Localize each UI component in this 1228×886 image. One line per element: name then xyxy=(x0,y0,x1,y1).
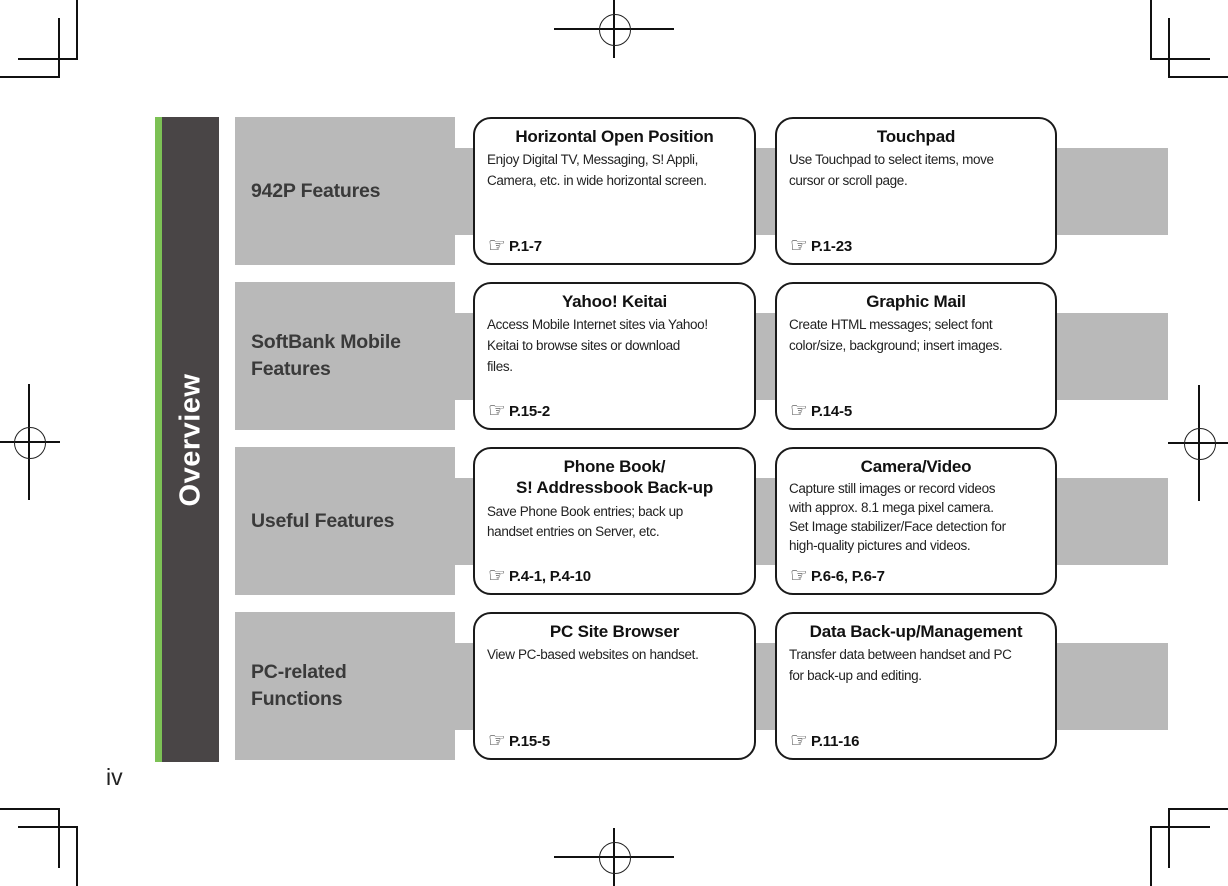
crop-mark-line xyxy=(0,76,60,78)
pointing-hand-icon: ☞ xyxy=(488,400,506,422)
row-label: 942P Features xyxy=(251,179,381,202)
crop-mark-line xyxy=(1150,58,1210,60)
card-title: Data Back-up/Management xyxy=(809,622,1023,641)
page-reference: ☞ P.1-7 xyxy=(488,236,542,256)
page-reference: ☞ P.4-1, P.4-10 xyxy=(488,566,591,586)
pointing-hand-icon: ☞ xyxy=(790,730,808,752)
card-description: Capture still images or record videos wi… xyxy=(789,481,1006,553)
page-reference-text: P.14-5 xyxy=(810,402,852,420)
pointing-hand-icon: ☞ xyxy=(488,235,506,257)
register-mark-circle xyxy=(1184,428,1216,460)
crop-mark-line xyxy=(1168,808,1170,868)
card-title: Touchpad xyxy=(876,127,956,146)
crop-mark-line xyxy=(1150,826,1210,828)
card-title: Phone Book/ S! Addressbook Back-up xyxy=(515,457,714,498)
crop-mark-line xyxy=(18,826,78,828)
page-reference: ☞ P.14-5 xyxy=(790,401,852,421)
row-label-box: Useful Features xyxy=(235,447,455,595)
sidebar-accent-stripe xyxy=(155,117,162,762)
feature-card-data-backup: Data Back-up/Management Transfer data be… xyxy=(775,612,1057,760)
card-description: Transfer data between handset and PC for… xyxy=(789,647,1012,684)
feature-card-camera-video: Camera/Video Capture still images or rec… xyxy=(775,447,1057,595)
card-description: Create HTML messages; select font color/… xyxy=(789,317,1003,354)
sidebar-chapter-tab: Overview xyxy=(162,117,219,762)
feature-card-phone-book: Phone Book/ S! Addressbook Back-up Save … xyxy=(473,447,756,595)
crop-mark-line xyxy=(58,18,60,78)
feature-card-graphic-mail: Graphic Mail Create HTML messages; selec… xyxy=(775,282,1057,430)
pointing-hand-icon: ☞ xyxy=(488,730,506,752)
pointing-hand-icon: ☞ xyxy=(790,235,808,257)
page-reference-text: P.6-6, P.6-7 xyxy=(810,567,885,585)
page-reference-text: P.1-7 xyxy=(508,237,542,255)
crop-mark-line xyxy=(1168,76,1228,78)
row-label-box: SoftBank Mobile Features xyxy=(235,282,455,430)
crop-mark-line xyxy=(1168,808,1228,810)
crop-mark-line xyxy=(1150,826,1152,886)
crop-mark-line xyxy=(76,0,78,60)
pointing-hand-icon: ☞ xyxy=(488,565,506,587)
feature-card-yahoo-keitai: Yahoo! Keitai Access Mobile Internet sit… xyxy=(473,282,756,430)
card-title: Horizontal Open Position xyxy=(515,127,714,146)
feature-row-useful: Useful Features Phone Book/ S! Addressbo… xyxy=(0,447,1228,595)
crop-mark-line xyxy=(0,808,60,810)
card-title: Camera/Video xyxy=(860,457,972,476)
row-label: SoftBank Mobile Features xyxy=(251,331,401,380)
crop-mark-line xyxy=(58,808,60,868)
page-reference-text: P.4-1, P.4-10 xyxy=(508,567,591,585)
card-description: View PC-based websites on handset. xyxy=(487,647,699,663)
card-description: Save Phone Book entries; back up handset… xyxy=(487,503,683,540)
feature-card-touchpad: Touchpad Use Touchpad to select items, m… xyxy=(775,117,1057,265)
crop-mark-line xyxy=(18,58,78,60)
card-description: Use Touchpad to select items, move curso… xyxy=(789,152,994,189)
page-reference: ☞ P.6-6, P.6-7 xyxy=(790,566,885,586)
crop-mark-line xyxy=(1150,0,1152,60)
register-mark-circle xyxy=(14,427,46,459)
page-reference-text: P.15-5 xyxy=(508,732,550,750)
feature-card-horizontal-open-position: Horizontal Open Position Enjoy Digital T… xyxy=(473,117,756,265)
feature-row-softbank-mobile: SoftBank Mobile Features Yahoo! Keitai A… xyxy=(0,282,1228,430)
feature-card-pc-site-browser: PC Site Browser View PC-based websites o… xyxy=(473,612,756,760)
card-description: Enjoy Digital TV, Messaging, S! Appli, C… xyxy=(487,152,707,189)
page-reference-text: P.11-16 xyxy=(810,732,860,750)
page-reference: ☞ P.15-5 xyxy=(488,731,550,751)
row-label: Useful Features xyxy=(251,509,395,532)
page-number: iv xyxy=(106,764,123,790)
page-reference-text: P.15-2 xyxy=(508,402,550,420)
pointing-hand-icon: ☞ xyxy=(790,400,808,422)
pointing-hand-icon: ☞ xyxy=(790,565,808,587)
card-title: Yahoo! Keitai xyxy=(561,292,668,311)
feature-row-942p: 942P Features Horizontal Open Position E… xyxy=(0,117,1228,265)
card-title: PC Site Browser xyxy=(549,622,680,641)
crop-mark-line xyxy=(1168,18,1170,78)
page-reference: ☞ P.1-23 xyxy=(790,236,852,256)
card-title: Graphic Mail xyxy=(866,292,966,311)
register-mark-circle xyxy=(599,842,631,874)
page-reference-text: P.1-23 xyxy=(810,237,852,255)
row-label-box: PC-related Functions xyxy=(235,612,455,760)
register-mark-circle xyxy=(599,14,631,46)
row-label: PC-related Functions xyxy=(251,661,347,710)
page-reference: ☞ P.11-16 xyxy=(790,730,860,752)
page-reference: ☞ P.15-2 xyxy=(488,401,550,421)
row-label-box: 942P Features xyxy=(235,117,455,265)
card-description: Access Mobile Internet sites via Yahoo! … xyxy=(487,317,708,375)
crop-mark-line xyxy=(76,826,78,886)
feature-row-pc-related: PC-related Functions PC Site Browser Vie… xyxy=(0,612,1228,760)
